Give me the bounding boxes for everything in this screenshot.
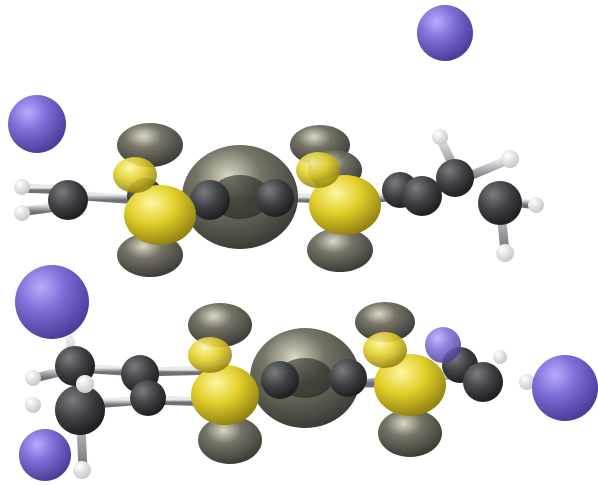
lower-sulfurs: [188, 332, 446, 425]
lower-metal-ions: [15, 265, 598, 481]
upper-molecule-layer: [8, 5, 544, 277]
upper-carbons: [48, 159, 522, 225]
upper-hydrogens: [14, 129, 544, 262]
lower-molecule-layer: [15, 265, 598, 481]
upper-metal-ions: [8, 5, 473, 153]
lower-hydrogens: [25, 350, 535, 479]
lower-orbital-shells: [188, 302, 442, 464]
upper-sulfurs: [113, 152, 381, 245]
